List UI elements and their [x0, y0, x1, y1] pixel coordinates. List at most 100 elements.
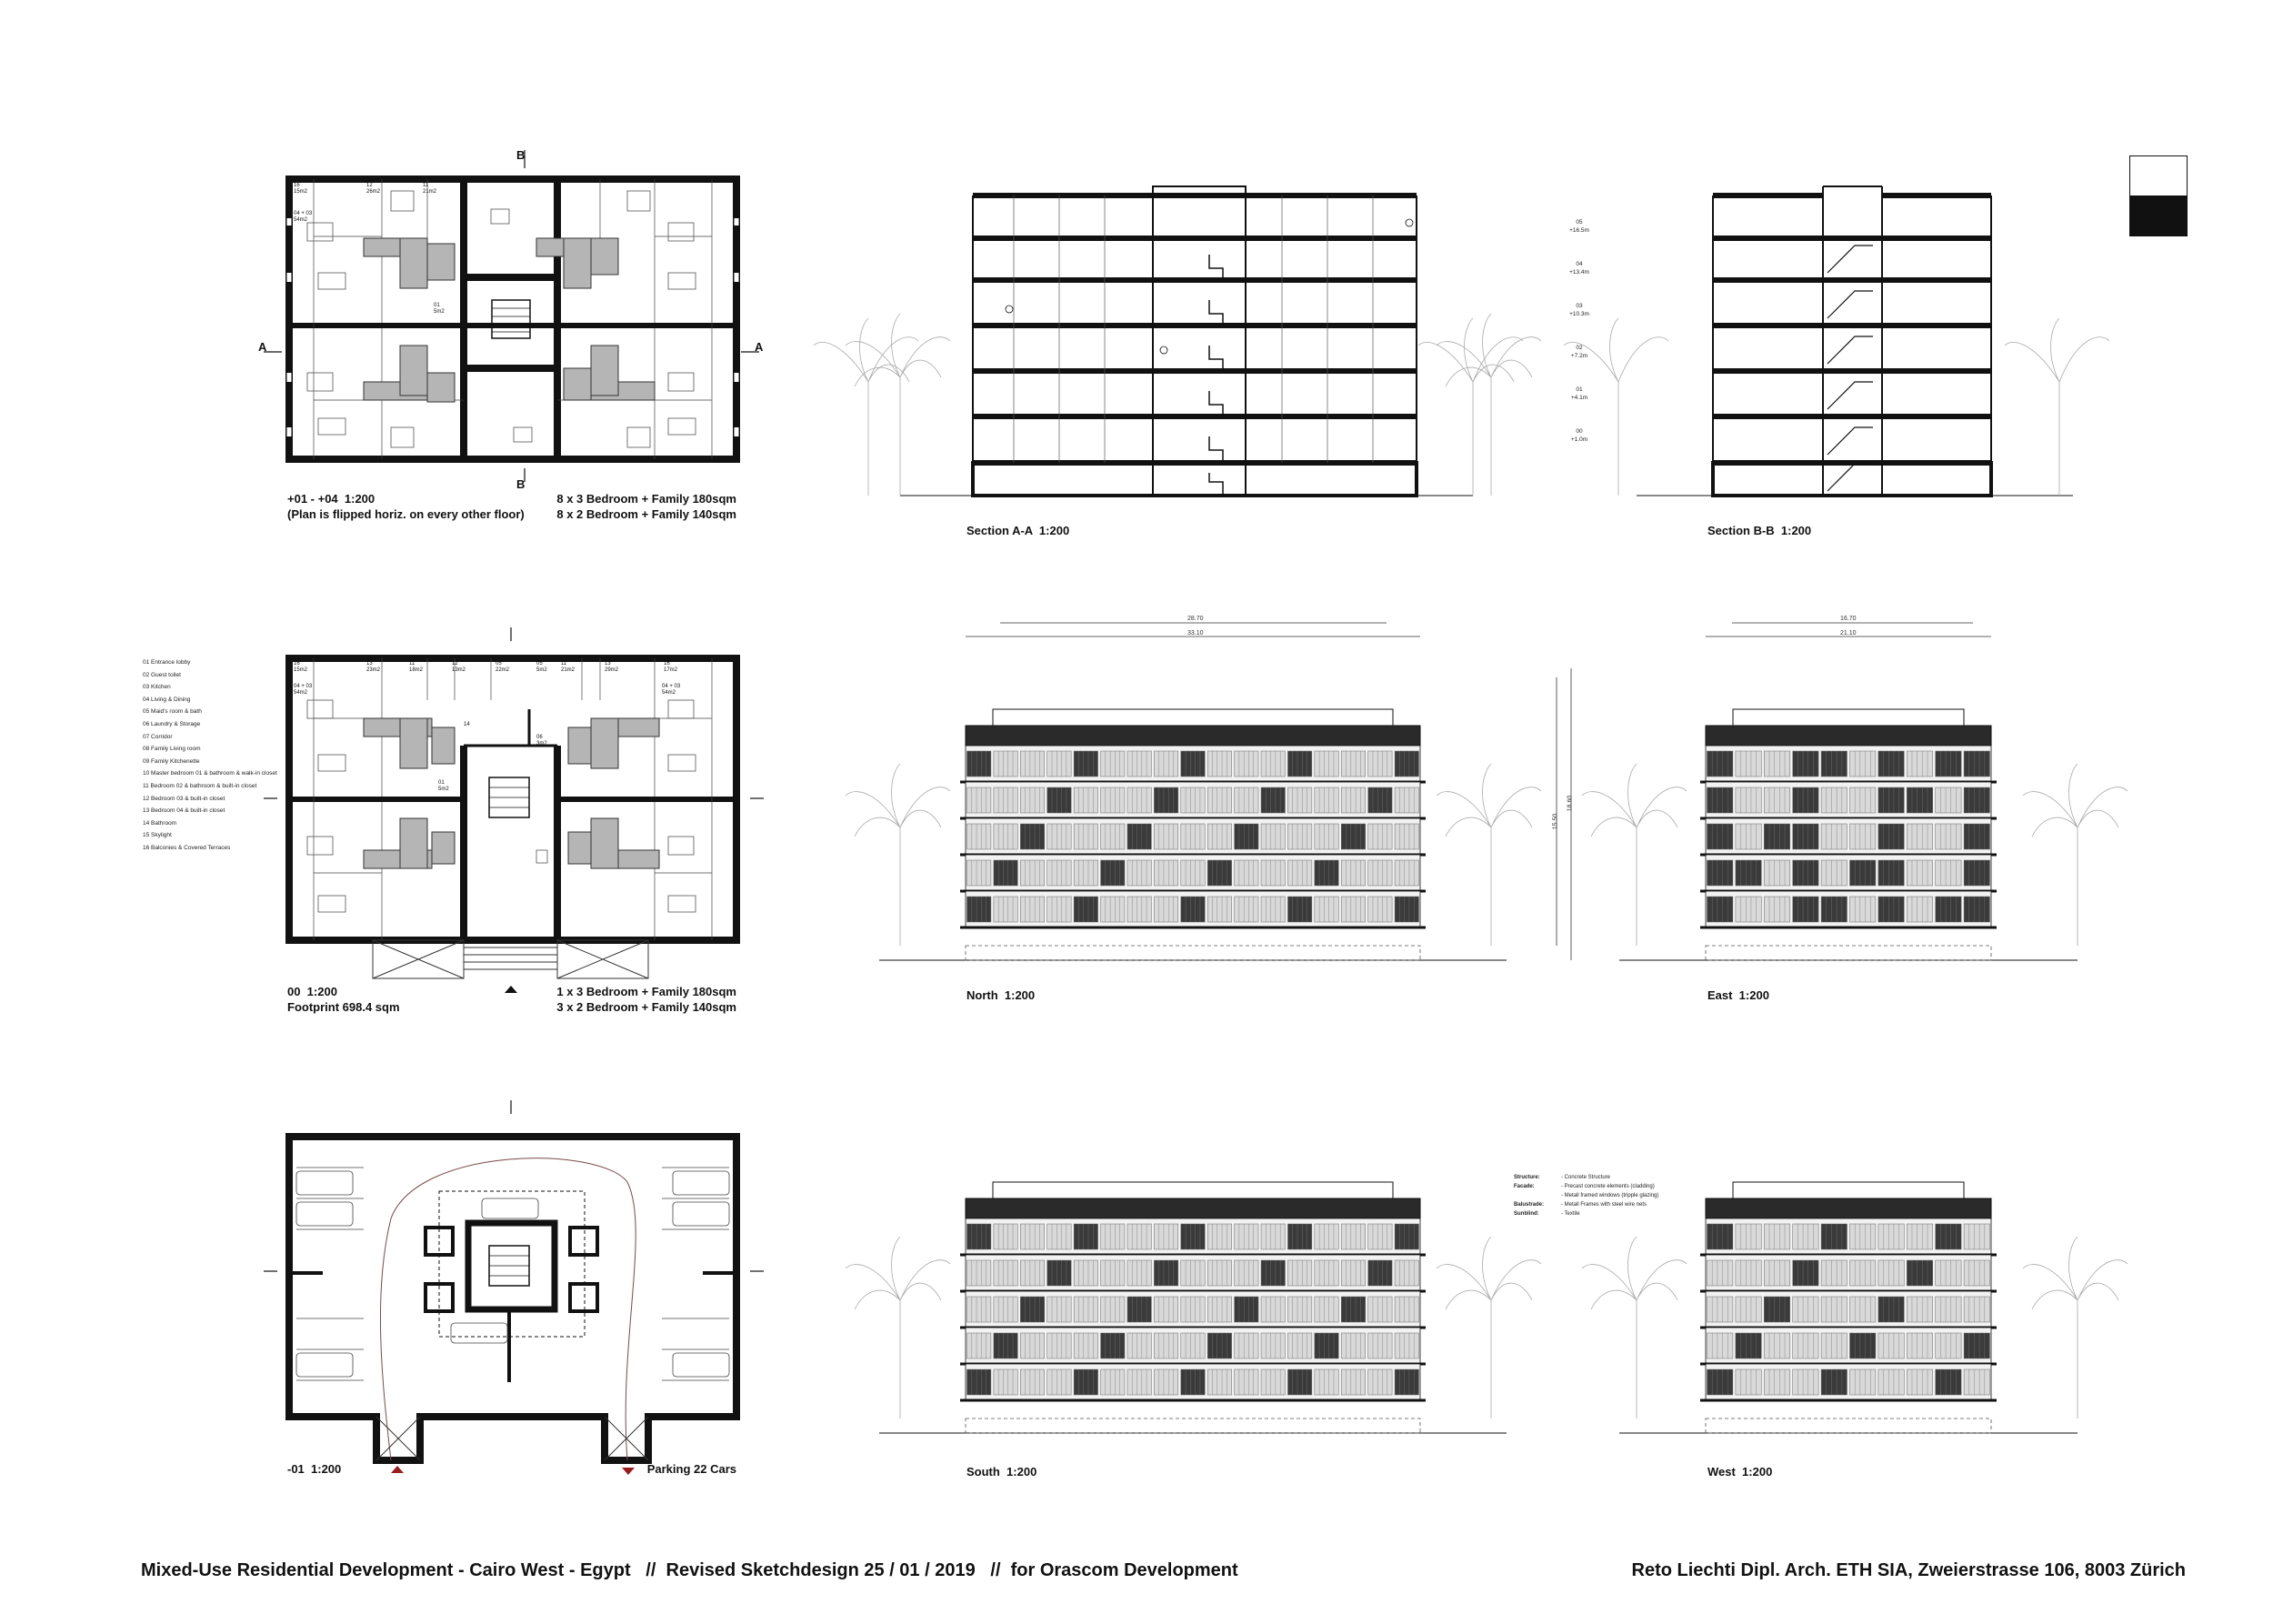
window-panel — [1849, 1368, 1877, 1396]
window-panel — [1073, 750, 1098, 777]
window-panel — [1234, 1223, 1259, 1250]
legend-item: 04 Living & Dining — [143, 696, 191, 703]
window-panel — [1046, 787, 1072, 814]
window-panel — [1234, 1296, 1259, 1323]
window-panel — [1394, 750, 1419, 777]
window-panel — [966, 896, 992, 923]
room-legend: 01 Entrance lobby 02 Guest toilet 03 Kit… — [143, 657, 277, 855]
window-panel — [1154, 1332, 1179, 1359]
window-panel — [1341, 859, 1366, 887]
basement-plan-caption: -01 1:200 — [287, 1462, 342, 1476]
palm-tree-icon — [1436, 1236, 1542, 1418]
window-panel — [1849, 1332, 1877, 1359]
window-panel — [1234, 1259, 1259, 1287]
window-panel — [1820, 823, 1847, 850]
window-panel — [993, 787, 1018, 814]
window-panel — [966, 750, 992, 777]
room-label: 01 5m2 — [438, 780, 449, 792]
window-panel — [1046, 1332, 1072, 1359]
legend-item: 11 Bedroom 02 & bathroom & built-in clos… — [143, 782, 257, 789]
legend-item: 10 Master bedroom 01 & bathroom & walk-i… — [143, 770, 277, 777]
window-panel — [1314, 1259, 1339, 1287]
window-panel — [1820, 896, 1847, 923]
window-panel — [1073, 787, 1098, 814]
room-label: 01 5m2 — [434, 303, 445, 315]
footer-project-title: Mixed-Use Residential Development - Cair… — [141, 1560, 1238, 1580]
room-label: 11 21m2 — [423, 183, 437, 195]
window-panel — [1963, 823, 1990, 850]
window-panel — [1154, 859, 1179, 887]
window-panel — [1234, 823, 1259, 850]
window-panel — [1234, 1332, 1259, 1359]
palm-tree-icon — [1581, 763, 1687, 946]
window-panel — [1287, 859, 1313, 887]
window-panel — [1735, 896, 1762, 923]
window-panel — [1207, 1332, 1232, 1359]
window-panel — [1849, 896, 1877, 923]
window-panel — [1207, 1296, 1232, 1323]
window-panel — [1367, 896, 1393, 923]
room-label: 11 21m2 — [561, 661, 576, 673]
window-panel — [1260, 859, 1286, 887]
window-panel — [1154, 1259, 1179, 1287]
window-panel — [1260, 896, 1286, 923]
window-panel — [1314, 896, 1339, 923]
window-panel — [1792, 823, 1819, 850]
roof-band — [1705, 725, 1992, 747]
window-panel — [1020, 750, 1045, 777]
window-panel — [1314, 1296, 1339, 1323]
roof-parapet — [992, 708, 1394, 727]
window-panel — [1100, 787, 1126, 814]
window-panel — [966, 787, 992, 814]
window-panel — [1935, 859, 1962, 887]
window-panel — [1764, 750, 1790, 777]
window-panel — [1046, 896, 1072, 923]
window-panel — [1180, 823, 1206, 850]
window-panel — [1126, 750, 1152, 777]
window-panel — [1287, 750, 1313, 777]
window-panel — [1820, 787, 1847, 814]
window-panel — [1100, 823, 1126, 850]
window-panel — [1820, 1368, 1847, 1396]
window-panel — [1707, 750, 1734, 777]
window-panel — [1287, 1259, 1313, 1287]
window-panel — [1394, 823, 1419, 850]
roof-parapet — [992, 1181, 1394, 1199]
window-panel — [1935, 750, 1962, 777]
height-dim-outer: 18.60 — [1567, 795, 1574, 812]
window-panel — [1341, 896, 1366, 923]
legend-item: 01 Entrance lobby — [143, 659, 191, 666]
window-panel — [1126, 1296, 1152, 1323]
window-panel — [1100, 1296, 1126, 1323]
window-panel — [1394, 896, 1419, 923]
window-panel — [1207, 896, 1232, 923]
legend-item: 02 Guest toilet — [143, 671, 181, 678]
window-panel — [1367, 823, 1393, 850]
window-panel — [1020, 1332, 1045, 1359]
window-panel — [1907, 896, 1933, 923]
window-panel — [1020, 1296, 1045, 1323]
window-panel — [1764, 896, 1790, 923]
window-panel — [1764, 1368, 1790, 1396]
window-panel — [1394, 787, 1419, 814]
window-panel — [1234, 787, 1259, 814]
note-balustrade: Balustrade:- Metall Frames with steel wi… — [1514, 1202, 1647, 1208]
window-panel — [1234, 1368, 1259, 1396]
window-panel — [1792, 1332, 1819, 1359]
window-panel — [1820, 1332, 1847, 1359]
window-panel — [1314, 1332, 1339, 1359]
window-panel — [993, 1296, 1018, 1323]
level-01: 01+4.1m — [1570, 386, 1588, 401]
window-panel — [1367, 1332, 1393, 1359]
window-panel — [1154, 1223, 1179, 1250]
section-mark-a-right: A — [755, 340, 764, 354]
window-panel — [1207, 1368, 1232, 1396]
window-panel — [1877, 1368, 1905, 1396]
window-panel — [966, 1223, 992, 1250]
window-panel — [1073, 859, 1098, 887]
window-panel — [1314, 750, 1339, 777]
window-panel — [993, 1332, 1018, 1359]
